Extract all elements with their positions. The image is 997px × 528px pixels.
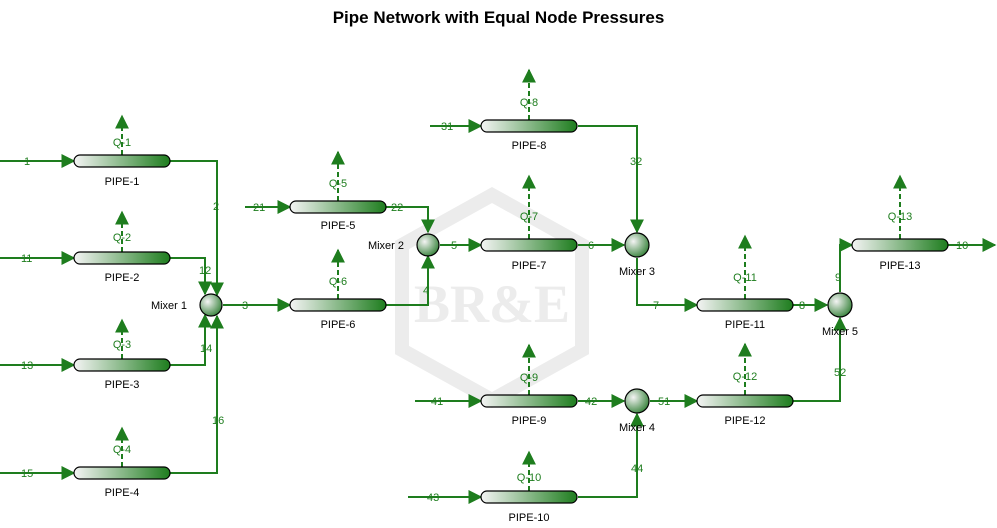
stream-4-line[interactable] [386, 254, 435, 306]
pipe-7-label: PIPE-7 [512, 260, 547, 272]
q-1-label: Q-1 [113, 137, 131, 149]
q-5-label: Q-5 [329, 178, 347, 190]
stream-12-line[interactable] [170, 257, 212, 296]
stream-14-line[interactable] [170, 313, 212, 366]
q-2-label: Q-2 [113, 232, 131, 244]
pipe-7[interactable]: PIPE-7 [480, 238, 578, 272]
mixer-3[interactable]: Mixer 3 [619, 232, 655, 278]
pipe-3[interactable]: PIPE-3 [73, 358, 171, 391]
stream-44-line[interactable] [578, 412, 644, 498]
pipe-11[interactable]: PIPE-11 [696, 298, 794, 331]
pipe-8-label: PIPE-8 [512, 140, 547, 152]
stream-5-label: 5 [451, 240, 457, 252]
q-9-label: Q-9 [520, 372, 538, 384]
pipe-9[interactable]: PIPE-9 [480, 394, 578, 427]
q-13-label: Q-13 [888, 211, 912, 223]
pipe-12-label: PIPE-12 [725, 415, 766, 427]
stream-16-line[interactable] [170, 314, 224, 474]
q-12-label: Q-12 [733, 371, 757, 383]
q-streams: Q-1 Q-2 Q-3 Q-4 Q-5 Q-6 Q-7 Q-8 Q-9 Q-10… [113, 68, 912, 491]
stream-32-line[interactable] [578, 125, 644, 234]
stream-7-line[interactable] [636, 258, 699, 312]
pipe-6[interactable]: PIPE-6 [289, 298, 387, 331]
stream-22-label: 22 [391, 202, 403, 214]
pipe-9-label: PIPE-9 [512, 415, 547, 427]
q-3-label: Q-3 [113, 339, 131, 351]
pipe-5[interactable]: PIPE-5 [289, 200, 387, 232]
mixer-5-label: Mixer 5 [822, 326, 858, 338]
stream-52-label: 52 [834, 367, 846, 379]
mixer-3-label: Mixer 3 [619, 266, 655, 278]
pipe-13-label: PIPE-13 [880, 260, 921, 272]
stream-12-label: 12 [199, 265, 211, 277]
stream-9-label: 9 [835, 272, 841, 284]
stream-9-line[interactable] [839, 238, 854, 292]
pipe-2-label: PIPE-2 [105, 272, 140, 284]
pipe-5-label: PIPE-5 [321, 220, 356, 232]
mixer-4[interactable]: Mixer 4 [619, 388, 655, 434]
stream-43-label: 43 [427, 492, 439, 504]
stream-3-label: 3 [242, 300, 248, 312]
stream-7-label: 7 [653, 300, 659, 312]
q-8-label: Q-8 [520, 97, 538, 109]
mixer-4-label: Mixer 4 [619, 422, 655, 434]
stream-41-label: 41 [431, 396, 443, 408]
stream-32-label: 32 [630, 156, 642, 168]
stream-31-label: 31 [441, 121, 453, 133]
stream-22-line[interactable] [386, 206, 435, 234]
stream-1-label: 1 [24, 156, 30, 168]
pipe-10-label: PIPE-10 [509, 512, 550, 524]
q-6-label: Q-6 [329, 276, 347, 288]
pipe-11-label: PIPE-11 [725, 319, 765, 331]
pipe-2[interactable]: PIPE-2 [73, 251, 171, 284]
stream-8-label: 8 [799, 300, 805, 312]
pipe-4[interactable]: PIPE-4 [73, 466, 171, 499]
mixer-1[interactable]: Mixer 1 [151, 293, 223, 317]
stream-14-label: 14 [200, 343, 212, 355]
pipe-10[interactable]: PIPE-10 [480, 490, 578, 524]
mixer-5[interactable]: Mixer 5 [822, 292, 858, 338]
stream-21-label: 21 [253, 202, 265, 214]
stream-2-label: 2 [213, 201, 219, 213]
pipe-13[interactable]: PIPE-13 [851, 238, 949, 272]
q-7-label: Q-7 [520, 211, 538, 223]
pipe-8[interactable]: PIPE-8 [480, 119, 578, 152]
mixer-1-label: Mixer 1 [151, 300, 187, 312]
mixer-2[interactable]: Mixer 2 [368, 233, 440, 257]
pipe-6-label: PIPE-6 [321, 319, 356, 331]
stream-52-line[interactable] [793, 316, 847, 402]
stream-2-line[interactable] [170, 160, 224, 297]
stream-4-label: 4 [423, 285, 429, 297]
pipe-1[interactable]: PIPE-1 [73, 154, 171, 188]
stream-15-label: 15 [21, 468, 33, 480]
stream-44-label: 44 [631, 463, 643, 475]
pipe-12[interactable]: PIPE-12 [696, 394, 794, 427]
stream-6-label: 6 [588, 240, 594, 252]
mixer-2-label: Mixer 2 [368, 240, 404, 252]
q-10-label: Q-10 [517, 472, 541, 484]
stream-13-label: 13 [21, 360, 33, 372]
diagram-title: Pipe Network with Equal Node Pressures [332, 8, 665, 27]
stream-11-label: 11 [21, 253, 32, 265]
pipe-1-label: PIPE-1 [105, 176, 140, 188]
stream-51-label: 51 [658, 396, 670, 408]
pipe-3-label: PIPE-3 [105, 379, 140, 391]
svg-text:BR&E: BR&E [414, 274, 570, 334]
stream-42-label: 42 [585, 396, 597, 408]
stream-16-label: 16 [212, 415, 224, 427]
stream-10-label: 10 [956, 240, 968, 252]
q-4-label: Q-4 [113, 444, 131, 456]
pipe-4-label: PIPE-4 [105, 487, 140, 499]
q-11-label: Q-11 [733, 272, 757, 284]
